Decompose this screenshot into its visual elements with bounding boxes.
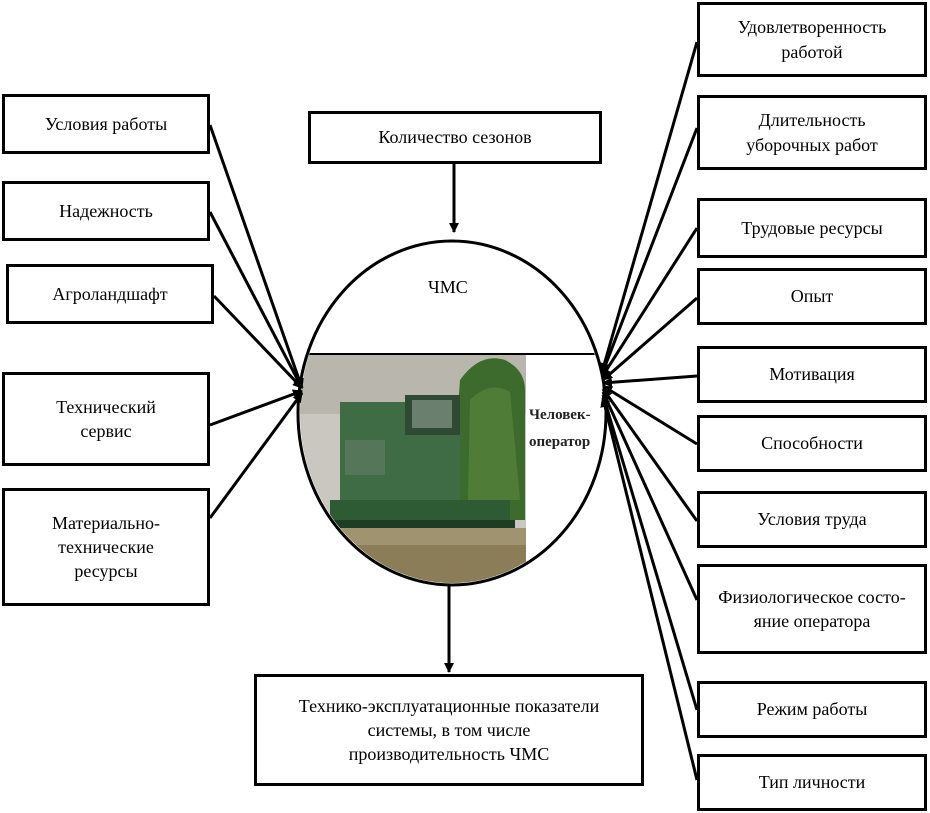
left-box-work-conditions: Условия работы bbox=[2, 94, 210, 154]
left-box-agrolandscape: Агроландшафт bbox=[6, 264, 214, 324]
operator-label: Человек- оператор bbox=[529, 407, 591, 450]
right-box-physiological-state: Физиологическое состо- яние оператора bbox=[697, 564, 927, 654]
right-box-personality-type: Тип личности bbox=[697, 754, 927, 811]
right-box-job-satisfaction: Удовлетворенность работой bbox=[697, 2, 927, 77]
right-box-abilities: Способности bbox=[697, 415, 927, 472]
right-box-labor-resources: Трудовые ресурсы bbox=[697, 198, 927, 258]
chms-title: ЧМС bbox=[428, 277, 468, 297]
right-box-harvest-duration: Длительность уборочных работ bbox=[697, 95, 927, 170]
left-box-reliability: Надежность bbox=[2, 181, 210, 241]
combine-harvester-photo bbox=[300, 353, 604, 583]
right-box-labor-conditions: Условия труда bbox=[697, 491, 927, 548]
performance-indicators-box: Технико-эксплуатационные показатели сист… bbox=[254, 674, 644, 786]
seasons-count-box: Количество сезонов bbox=[308, 111, 602, 164]
right-box-work-mode: Режим работы bbox=[697, 681, 927, 738]
right-box-motivation: Мотивация bbox=[697, 346, 927, 403]
right-box-experience: Опыт bbox=[697, 268, 927, 325]
left-box-material-resources: Материально- технические ресурсы bbox=[2, 488, 210, 606]
left-box-technical-service: Технический сервис bbox=[2, 372, 210, 466]
